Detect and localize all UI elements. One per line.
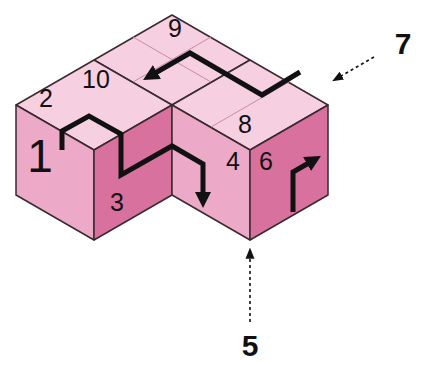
callout-number: 3 <box>110 190 124 215</box>
view-arrow <box>336 57 374 79</box>
callout-number: 6 <box>259 149 273 174</box>
callout-number: 4 <box>226 149 240 174</box>
callout-number: 2 <box>39 86 53 111</box>
callout-number: 1 <box>27 133 53 179</box>
callout-number: 9 <box>168 16 182 41</box>
callout-number: 5 <box>242 331 259 361</box>
callout-number: 10 <box>82 67 110 92</box>
callout-number: 8 <box>238 112 252 137</box>
cube-face <box>16 105 94 240</box>
path-arrow <box>293 160 314 212</box>
cube-face <box>250 105 328 240</box>
callout-number: 7 <box>395 29 412 59</box>
path-arrow <box>62 116 203 200</box>
view-arrow <box>249 252 251 322</box>
path-arrow <box>150 53 300 95</box>
